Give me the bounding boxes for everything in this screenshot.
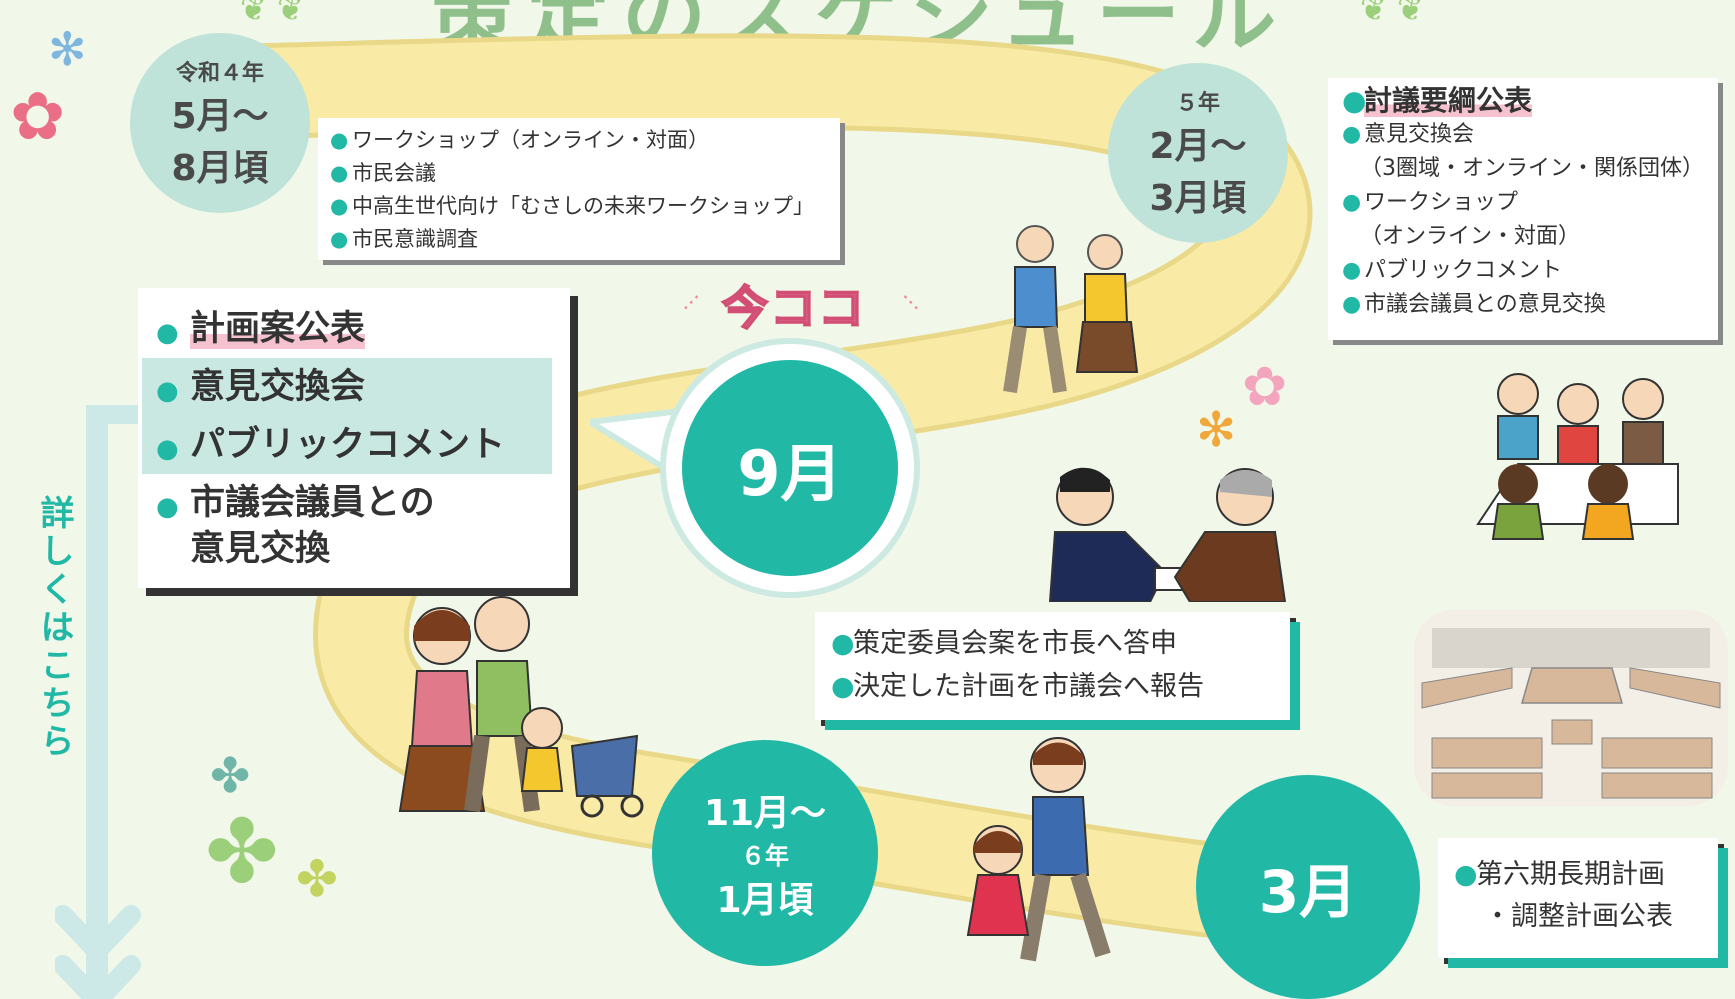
council-chamber-illustration xyxy=(1414,610,1728,806)
phase-month: 8月頃 xyxy=(171,148,269,189)
list-item-continued: 意見交換 xyxy=(190,529,331,569)
down-arrow-icon[interactable] xyxy=(55,405,165,999)
orange-flower-icon: ✻ xyxy=(1196,402,1237,458)
activities-box-2: 討議要綱公表 意見交換会 （3圏域・オンライン・関係団体） ワークショップ （オ… xyxy=(1328,78,1718,340)
phase-month: 3月頃 xyxy=(1149,178,1247,219)
list-item: 市民意識調査 xyxy=(330,223,828,256)
list-item-text: 討議要綱公表 xyxy=(1364,84,1533,117)
report-box: 策定委員会案を市長へ答申 決定した計画を市議会へ報告 xyxy=(815,612,1290,720)
family-illustration xyxy=(398,596,644,818)
phase-month: 5月〜 xyxy=(171,96,269,137)
phase-circle-5: 3月 xyxy=(1196,775,1420,999)
list-item: 意見交換会 xyxy=(142,358,552,420)
phase-year: ６年 xyxy=(741,841,789,870)
phase-circle-1: 令和４年 5月〜 8月頃 xyxy=(130,33,310,213)
phase-month: 11月〜 xyxy=(703,792,827,834)
list-item: ワークショップ（オンライン・対面） xyxy=(330,124,828,157)
pink-flower-icon: ✿ xyxy=(1242,355,1288,418)
list-item: 討議要綱公表 xyxy=(1342,84,1704,118)
list-item-continued: ・調整計画公表 xyxy=(1484,901,1673,932)
list-item: 市議会議員との意見交換 xyxy=(1342,288,1704,322)
phase-month: 2月〜 xyxy=(1149,126,1247,167)
meeting-group-illustration xyxy=(1476,373,1679,540)
pink-flower-icon: ✿ xyxy=(10,78,66,155)
list-item: 中高生世代向け「むさしの未来ワークショップ」 xyxy=(330,190,828,223)
phase-month: 9月 xyxy=(737,437,843,510)
now-label: 今ココ xyxy=(721,280,866,336)
phase-year: ５年 xyxy=(1175,91,1220,116)
phase-month: 3月 xyxy=(1258,858,1358,926)
handover-illustration xyxy=(1048,467,1287,602)
list-item: パブリックコメント xyxy=(142,416,552,478)
list-item-continued: （オンライン・対面） xyxy=(1360,224,1581,249)
list-item-continued: （3圏域・オンライン・関係団体） xyxy=(1360,156,1704,181)
elderly-couple-illustration xyxy=(1003,225,1139,394)
list-item: 策定委員会案を市長へ答申 xyxy=(831,622,1274,665)
parent-child-walking-illustration xyxy=(966,737,1111,962)
leaf-decoration-icon: ❦ ❦ xyxy=(1360,0,1424,28)
activities-box-1: ワークショップ（オンライン・対面） 市民会議 中高生世代向け「むさしの未来ワーク… xyxy=(318,118,840,260)
list-item: 決定した計画を市議会へ報告 xyxy=(831,665,1274,708)
list-item: 第六期長期計画 xyxy=(1454,854,1702,896)
phase-circle-3: 9月 xyxy=(682,360,898,576)
list-item: 意見交換会 xyxy=(1342,118,1704,152)
clover-icon: ✤ xyxy=(205,800,279,903)
clover-icon: ✤ xyxy=(210,748,251,804)
phase-circle-2: ５年 2月〜 3月頃 xyxy=(1108,63,1288,243)
list-item: 市議会議員との xyxy=(156,480,552,530)
list-item: パブリックコメント xyxy=(1342,254,1704,288)
clover-icon: ✤ xyxy=(296,850,338,908)
blue-flower-icon: ✻ xyxy=(48,22,87,76)
list-item: ワークショップ xyxy=(1342,186,1704,220)
details-link[interactable]: 詳しくはこちら xyxy=(30,495,74,761)
list-item: 市民会議 xyxy=(330,157,828,190)
list-item: 計画案公表 xyxy=(156,300,552,362)
details-link-label: 詳しくはこちら xyxy=(34,495,74,761)
phase-month: 1月頃 xyxy=(716,879,814,921)
phase-year: 令和４年 xyxy=(175,61,264,86)
current-activities-box: 計画案公表 意見交換会 パブリックコメント 市議会議員との 意見交換 xyxy=(138,288,570,588)
leaf-decoration-icon: ❦ ❦ xyxy=(240,0,304,28)
list-item-text: 計画案公表 xyxy=(190,309,366,349)
publish-box: 第六期長期計画 ・調整計画公表 xyxy=(1438,838,1718,958)
phase-circle-4: 11月〜 ６年 1月頃 xyxy=(652,740,878,966)
